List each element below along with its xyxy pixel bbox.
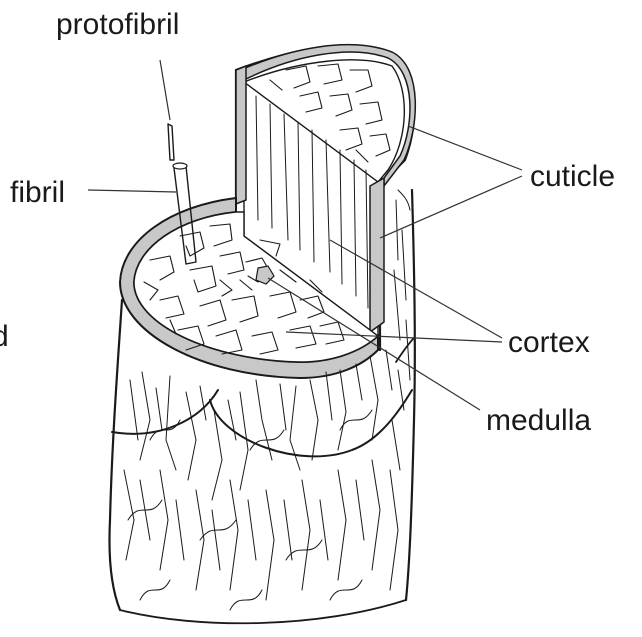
label-cortex: cortex [508,326,590,359]
vertical-cut-cuticle-strip [370,178,384,332]
leader-protofibril [160,60,170,120]
label-protofibril: protofibril [56,8,179,41]
label-fibril: fibril [10,176,65,209]
leader-cuticle-bottom [380,176,522,238]
fibril-rod-top [173,163,187,169]
leader-cuticle-top [408,126,522,170]
protofibril-strand [168,124,174,160]
cylinder-band-small [396,338,414,362]
cylinder-bottom [120,600,406,623]
label-cuticle: cuticle [530,160,615,193]
label-edge-fragment: d [0,320,9,353]
vertical-cut-left-cuticle-strip [236,66,246,204]
cylinder-right-side [406,190,415,600]
cylinder-left-side [109,300,122,610]
label-medulla: medulla [486,404,591,437]
cylinder-band-right [210,390,412,456]
leader-fibril [88,190,176,192]
